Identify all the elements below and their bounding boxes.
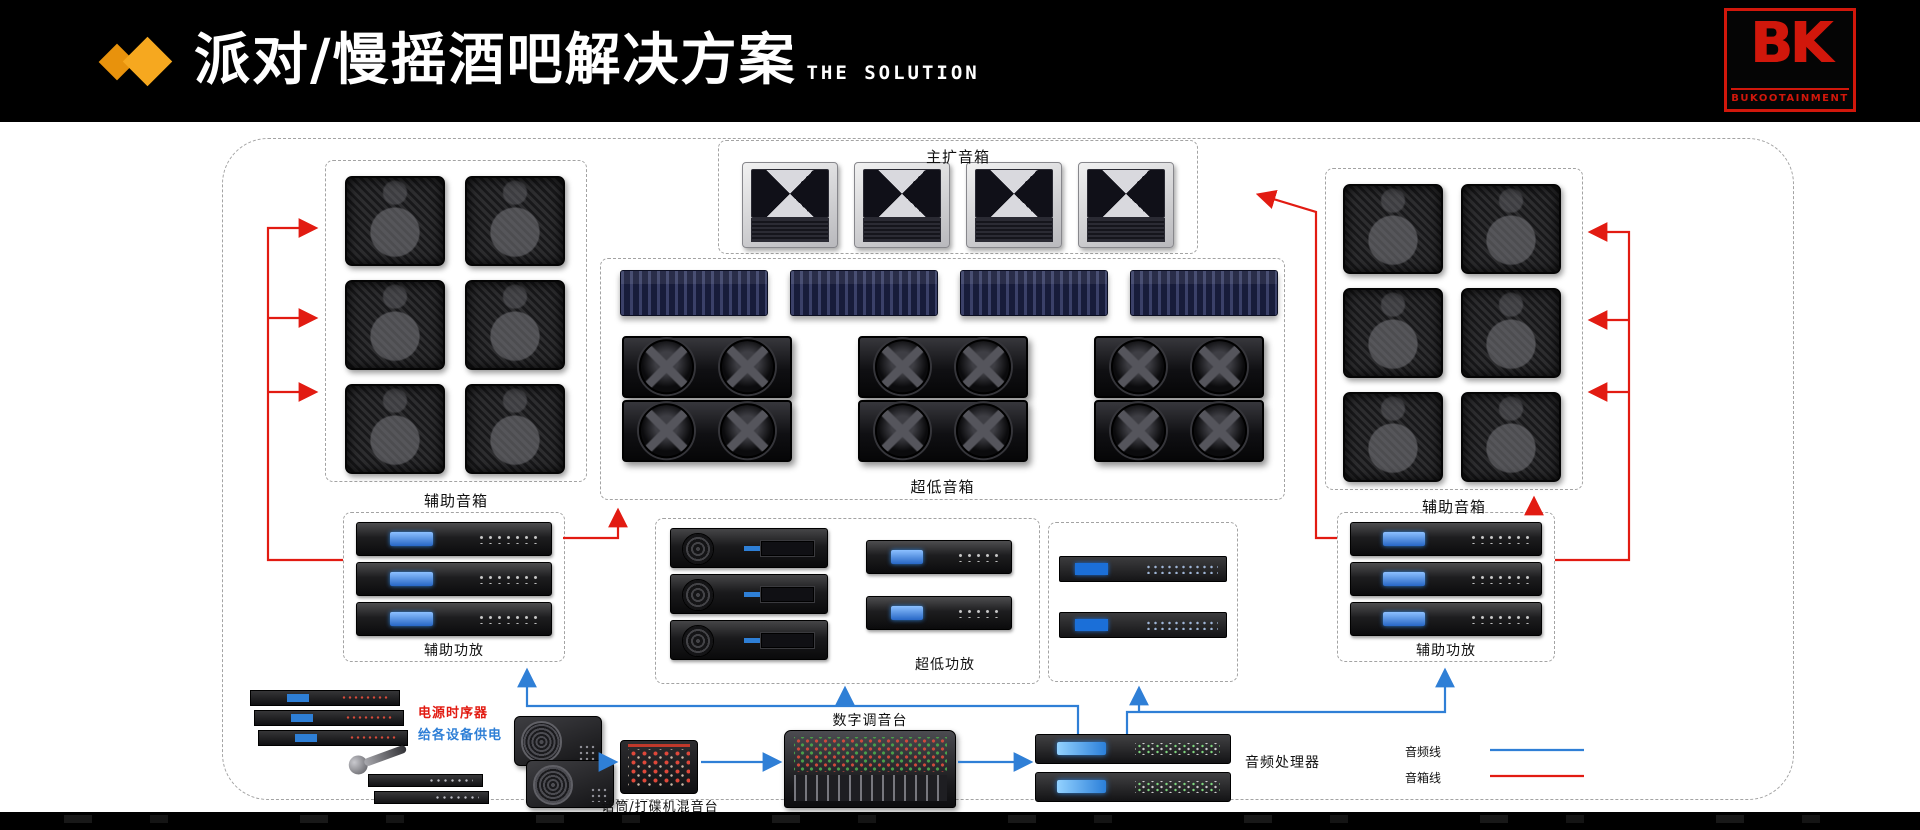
- amplifier-unit: [356, 602, 552, 636]
- digital-console: [784, 730, 956, 808]
- subwoofer-speaker: [858, 336, 1028, 398]
- amplifier-unit: [1350, 522, 1542, 556]
- amplifier-unit: [356, 522, 552, 556]
- aux-speaker: [1461, 184, 1561, 274]
- audio-processor-label: 音频处理器: [1245, 755, 1320, 771]
- main-speaker: [854, 162, 950, 248]
- wireless-receiver: [374, 791, 489, 804]
- aux-amp-left-frame: [343, 512, 565, 662]
- bk-logo: BK BUKOOTAINMENT: [1724, 8, 1856, 112]
- page-subtitle: THE SOLUTION: [806, 61, 980, 84]
- amplifier-unit: [866, 596, 1012, 630]
- fan-amplifier-unit: [670, 528, 828, 568]
- aux-speaker: [345, 384, 445, 474]
- title-wrap: 派对/慢摇酒吧解决方案 THE SOLUTION: [194, 30, 980, 92]
- digital-console-label: 数字调音台: [832, 713, 908, 729]
- aux-speaker: [345, 176, 445, 266]
- subwoofer-speaker: [622, 400, 792, 462]
- legend-audio-line-label: 音频线: [1405, 745, 1442, 759]
- power-sequencer-unit: [250, 690, 400, 706]
- footer-bar: [0, 812, 1920, 830]
- subwoofer-speaker: [622, 336, 792, 398]
- aux-speaker: [1343, 184, 1443, 274]
- dj-turntable: [514, 716, 602, 766]
- power-sequencer-label: 电源时序器: [418, 706, 489, 721]
- main-speakers-frame: [718, 140, 1198, 254]
- mic-dj-mixer-label: 话筒/打碟机混音台: [601, 800, 719, 815]
- aux-speaker: [465, 176, 565, 266]
- page-title: 派对/慢摇酒吧解决方案: [194, 28, 797, 94]
- main-speakers-label: 主扩音箱: [925, 148, 990, 166]
- sub-amp-label: 超低功放: [915, 657, 975, 673]
- brand-diamond-icon: [100, 37, 178, 85]
- main-speaker: [742, 162, 838, 248]
- aux-amp-right-frame: [1337, 512, 1555, 662]
- legend-speaker-line-label: 音箱线: [1405, 771, 1442, 785]
- bk-logo-mark: BK: [1749, 11, 1833, 76]
- aux-speakers-left-label: 辅助音箱: [423, 492, 488, 510]
- aux-speaker: [465, 280, 565, 370]
- bk-logo-wordmark: BUKOOTAINMENT: [1731, 88, 1849, 104]
- dsp-unit: [1059, 556, 1227, 582]
- line-array-speaker: [1130, 270, 1278, 316]
- aux-speaker: [465, 384, 565, 474]
- subwoofer-speaker: [1094, 400, 1264, 462]
- dsp-frame: [1048, 522, 1238, 682]
- aux-speaker: [1343, 288, 1443, 378]
- amplifier-unit: [1350, 562, 1542, 596]
- amplifier-unit: [356, 562, 552, 596]
- subwoofer-speaker: [858, 400, 1028, 462]
- amplifier-unit: [866, 540, 1012, 574]
- aux-speaker: [1461, 392, 1561, 482]
- subwoofers-label: 超低音箱: [910, 478, 975, 496]
- power-sequencer-unit: [258, 730, 408, 746]
- aux-amp-left-label: 辅助功放: [424, 643, 484, 659]
- fan-amplifier-unit: [670, 620, 828, 660]
- aux-speaker: [345, 280, 445, 370]
- power-sequencer-unit: [254, 710, 404, 726]
- line-array-speaker: [960, 270, 1108, 316]
- audio-processor-unit: [1035, 734, 1231, 764]
- header-bar: 派对/慢摇酒吧解决方案 THE SOLUTION BK BUKOOTAINMEN…: [0, 0, 1920, 122]
- amplifier-unit: [1350, 602, 1542, 636]
- aux-speaker: [1343, 392, 1443, 482]
- subwoofer-speaker: [1094, 336, 1264, 398]
- fan-amplifier-unit: [670, 574, 828, 614]
- compact-mixer: [620, 740, 698, 794]
- main-speaker: [966, 162, 1062, 248]
- main-speaker: [1078, 162, 1174, 248]
- line-array-speaker: [790, 270, 938, 316]
- aux-speakers-right-label: 辅助音箱: [1421, 498, 1486, 516]
- audio-processor-unit: [1035, 772, 1231, 802]
- wireless-receiver: [368, 774, 483, 787]
- power-note-label: 给各设备供电: [418, 728, 503, 743]
- line-array-speaker: [620, 270, 768, 316]
- dsp-unit: [1059, 612, 1227, 638]
- aux-amp-right-label: 辅助功放: [1416, 643, 1476, 659]
- diagram-outer-frame: [222, 138, 1794, 800]
- aux-speaker: [1461, 288, 1561, 378]
